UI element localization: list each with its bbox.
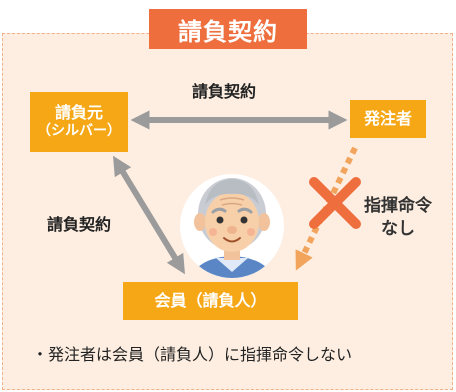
no-directive-line2: なし (381, 218, 415, 239)
contractor-label: 請負元 (54, 103, 103, 123)
member-label: 会員（請負人） (154, 291, 267, 310)
title-banner: 請負契約 (149, 9, 307, 49)
member-box: 会員（請負人） (123, 282, 298, 320)
orderer-label: 発注者 (363, 109, 412, 128)
orderer-box: 発注者 (350, 100, 426, 138)
no-directive-line1: 指揮命令 (364, 196, 432, 216)
cross-mark-icon (309, 177, 361, 229)
contractor-sublabel: （シルバー） (37, 123, 121, 140)
contract-label-horizontal: 請負契約 (192, 82, 257, 101)
contract-arrow-diagonal (113, 155, 185, 275)
footnote: ・発注者は会員（請負人）に指揮命令しない (32, 345, 353, 364)
elderly-man-avatar-icon (180, 174, 284, 278)
contract-label-diagonal: 請負契約 (47, 215, 112, 234)
contractor-box: 請負元 （シルバー） (30, 92, 128, 152)
no-directive-label: 指揮命令 なし (355, 195, 441, 241)
